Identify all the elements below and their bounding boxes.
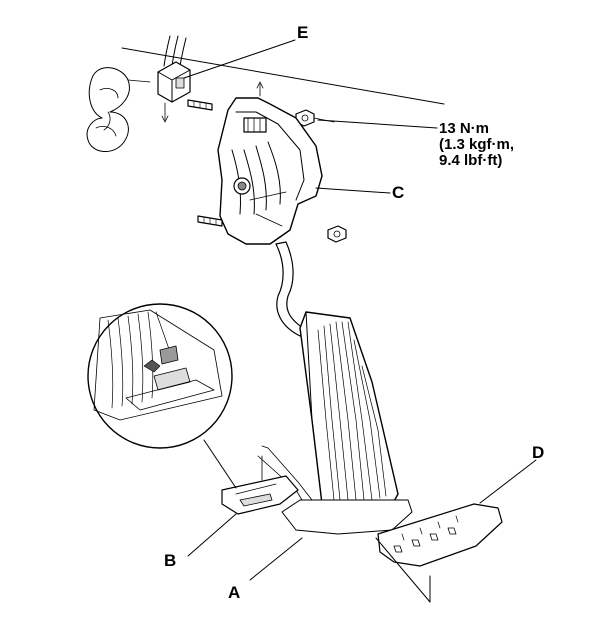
pedal-module-c-drawing bbox=[217, 81, 323, 245]
leader-torque bbox=[317, 119, 438, 129]
lower-bolt-left-drawing bbox=[197, 215, 223, 227]
torque-line-2: (1.3 kgf·m, bbox=[439, 136, 515, 153]
leader-c bbox=[315, 187, 391, 194]
floor-mat-d-drawing bbox=[377, 503, 503, 567]
torque-spec: 13 N·m (1.3 kgf·m, 9.4 lbf·ft) bbox=[439, 121, 514, 169]
torque-line-1: 13 N·m bbox=[439, 120, 490, 137]
callout-b: B bbox=[164, 551, 177, 570]
firewall-line bbox=[121, 47, 445, 105]
upper-nut-right-drawing bbox=[295, 109, 335, 127]
callout-d: D bbox=[532, 443, 545, 462]
detail-leader-line bbox=[203, 439, 237, 489]
leader-e bbox=[183, 39, 296, 79]
callout-c: C bbox=[392, 183, 405, 202]
floor-plate-drawing bbox=[257, 445, 413, 535]
leader-b bbox=[187, 513, 237, 557]
leader-a bbox=[249, 537, 303, 581]
wire-harness-drawing bbox=[86, 35, 187, 152]
clip-b-drawing bbox=[221, 455, 299, 515]
callout-e: E bbox=[297, 23, 309, 42]
pedal-arm-drawing bbox=[275, 241, 307, 337]
callout-a: A bbox=[228, 583, 241, 602]
detail-circle-drawing bbox=[87, 303, 233, 449]
torque-line-3: 9.4 lbf·ft) bbox=[439, 152, 503, 169]
upper-bolt-left-drawing bbox=[187, 99, 213, 111]
leader-d bbox=[479, 459, 537, 504]
lower-nut-right-drawing bbox=[327, 225, 347, 243]
connector-e-drawing bbox=[157, 61, 191, 123]
accelerator-pedal-drawing bbox=[299, 311, 399, 517]
ref-line-1 bbox=[375, 537, 431, 603]
